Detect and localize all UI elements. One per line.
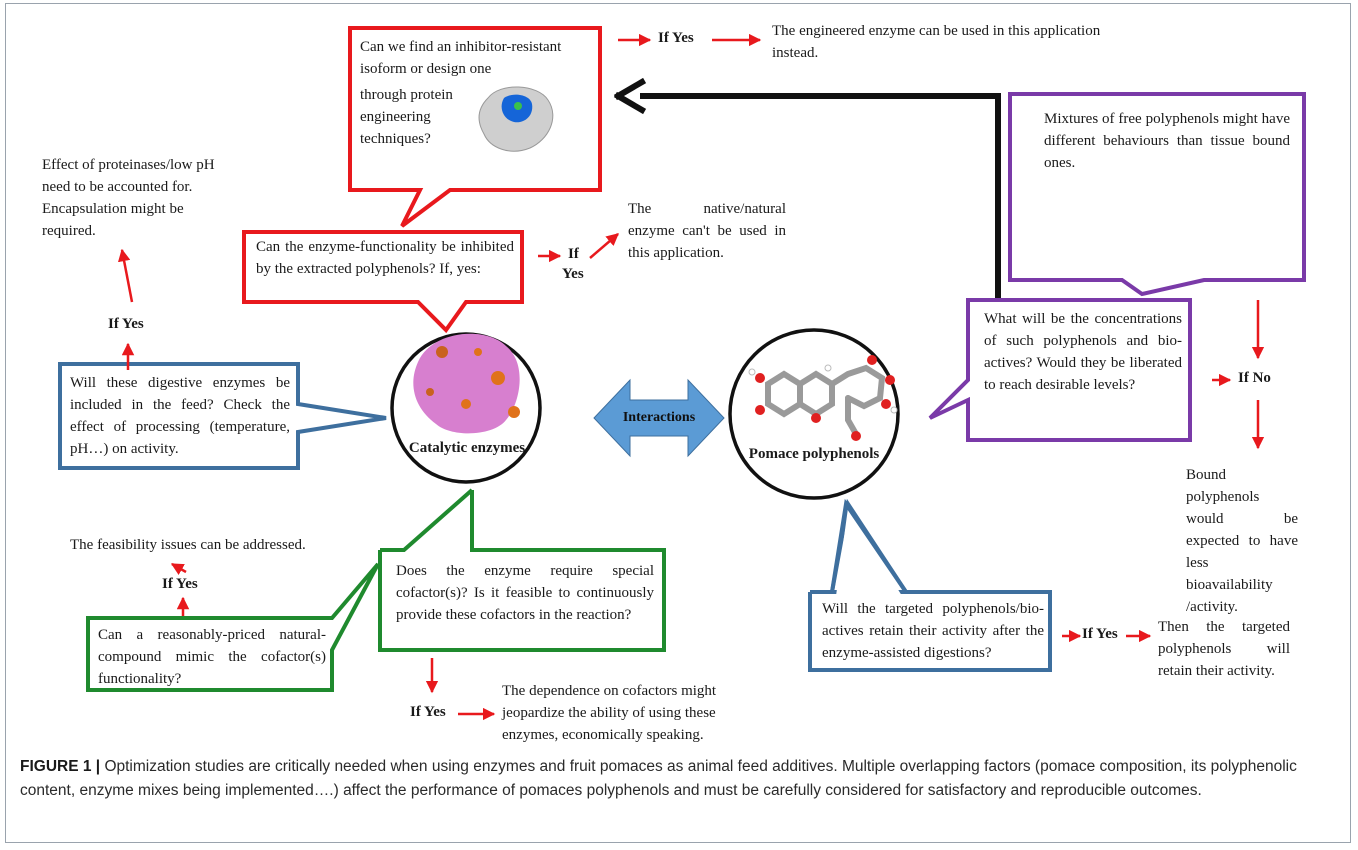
if-no-label-bound: If No	[1238, 370, 1271, 386]
cofactor-callout	[380, 490, 472, 550]
if-yes-label-retain: If Yes	[1082, 626, 1118, 642]
retain-question-text: Will the targeted polyphenols/bio-active…	[822, 601, 1044, 661]
native-note: The native/natural enzyme can't be used …	[628, 201, 786, 261]
bound-note: Bound polyphenols would be expected to h…	[1186, 467, 1298, 615]
inhibited-text: Can the enzyme-functionality be inhibite…	[256, 239, 514, 277]
mixtures-text: Mixtures of free polyphenols might have …	[1044, 111, 1290, 171]
diagram-canvas	[58, 26, 1306, 721]
digestive-callout	[58, 362, 387, 470]
polyphenols-label: Pomace polyphenols	[748, 446, 880, 462]
yes-label-native: Yes	[562, 266, 584, 282]
digestive-text: Will these digestive enzymes be included…	[70, 375, 290, 457]
if-yes-label-dependence: If Yes	[410, 704, 446, 720]
cofactor-text: Does the enzyme require special cofactor…	[396, 563, 654, 623]
inhibitor-isoform-text-2: through protein engineering techniques?	[360, 87, 453, 147]
protein-model-icon	[478, 86, 554, 152]
mimic-callout	[86, 562, 380, 692]
mimic-text: Can a reasonably-priced natural-compound…	[98, 627, 326, 687]
if-yes-label-engineered: If Yes	[658, 30, 694, 46]
retain-callout-tail	[830, 498, 908, 594]
if-yes-label-proteinases: If Yes	[108, 316, 144, 332]
feasibility-note: The feasibility issues can be addressed.	[70, 537, 306, 553]
figure-frame	[5, 3, 1351, 843]
retain-note: Then the targeted polyphenols will retai…	[1158, 619, 1290, 679]
feedback-arrow	[640, 93, 1001, 318]
caption-text: Optimization studies are critically need…	[20, 758, 1297, 799]
if-label-native: If	[568, 246, 579, 262]
feedback-arrowhead	[613, 77, 647, 115]
figure-label: FIGURE 1 |	[20, 758, 101, 775]
polyphenol-atoms	[748, 355, 898, 441]
red-arrows	[117, 33, 1265, 721]
concentrations-callout	[928, 298, 1192, 442]
inhibitor-isoform-text-1: Can we find an inhibitor-resistant isofo…	[360, 39, 562, 77]
enzymes-label: Catalytic enzymes	[408, 440, 526, 456]
interactions-arrow	[593, 378, 725, 458]
polyphenol-molecule-icon	[765, 364, 886, 437]
enzyme-structure-icon	[413, 333, 520, 434]
inhibited-callout	[242, 230, 524, 334]
inhibitor-isoform-callout	[348, 26, 602, 228]
if-yes-label-feasibility: If Yes	[162, 576, 198, 592]
cofactor-box	[378, 488, 666, 652]
figure-caption: FIGURE 1 | Optimization studies are crit…	[20, 755, 1340, 803]
concentrations-text: What will be the concentrations of such …	[984, 311, 1182, 393]
proteinases-note: Effect of proteinases/low pH need to be …	[42, 157, 215, 239]
mixtures-callout	[1008, 92, 1306, 297]
interactions-label: Interactions	[622, 410, 696, 425]
engineered-note: The engineered enzyme can be used in thi…	[772, 23, 1101, 61]
dependence-note: The dependence on cofactors might jeopar…	[502, 683, 717, 743]
